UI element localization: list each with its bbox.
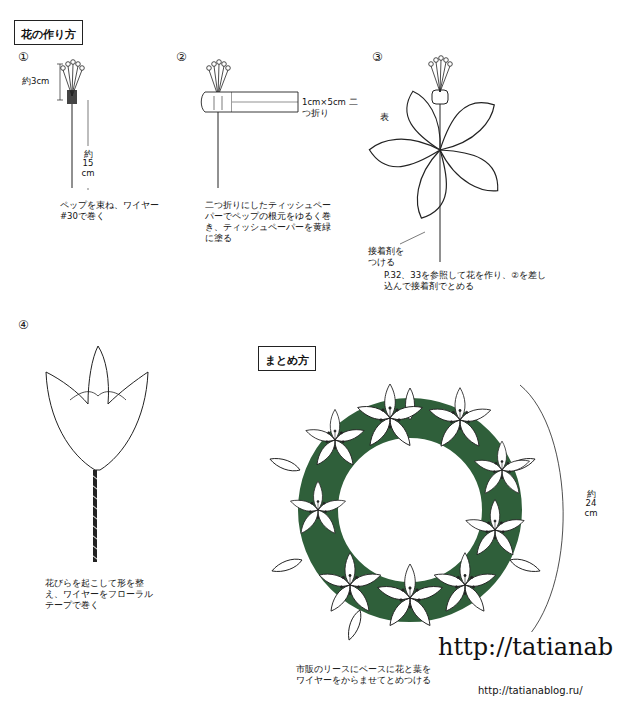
step-number: ④ (18, 318, 29, 334)
heading-box: 花の作り方 (14, 20, 83, 45)
dimension: 約 24 cm (584, 490, 598, 518)
instruction-note: ペップを束ね、ワイヤー#30で巻く (60, 200, 170, 222)
dimension: 1cm×5cm 二つ折り (302, 97, 364, 119)
watermark: http://tatianab (436, 632, 615, 663)
dimension: 約3cm (22, 76, 56, 87)
dimension: 約 15 cm (81, 150, 95, 178)
instruction-note: 花びらを起こして形を整え、ワイヤーをフローラルテープで巻く (45, 578, 155, 611)
heading-text: 花の作り方 (21, 28, 76, 41)
heading-text: まとめ方 (265, 354, 309, 367)
step-number: ③ (372, 50, 383, 66)
instruction-note: 市販のリースにベースに花と葉をワイヤーをからませてとめつける (296, 664, 436, 686)
step-number: ① (18, 50, 29, 66)
watermark: http://tatianablog.ru/ (478, 684, 583, 697)
part-label: 表 (380, 112, 389, 123)
step-number: ② (176, 50, 187, 66)
instruction-note: 接着剤をつける (368, 246, 412, 268)
instruction-note: P.32、33を参照して花を作り、②を差し込んで接着剤でとめる (384, 270, 554, 292)
heading-box: まとめ方 (258, 346, 316, 371)
instruction-note: 二つ折りにしたティッシュペーパーでペップの根元をゆるく巻き、ティッシュペーパーを… (205, 200, 335, 244)
